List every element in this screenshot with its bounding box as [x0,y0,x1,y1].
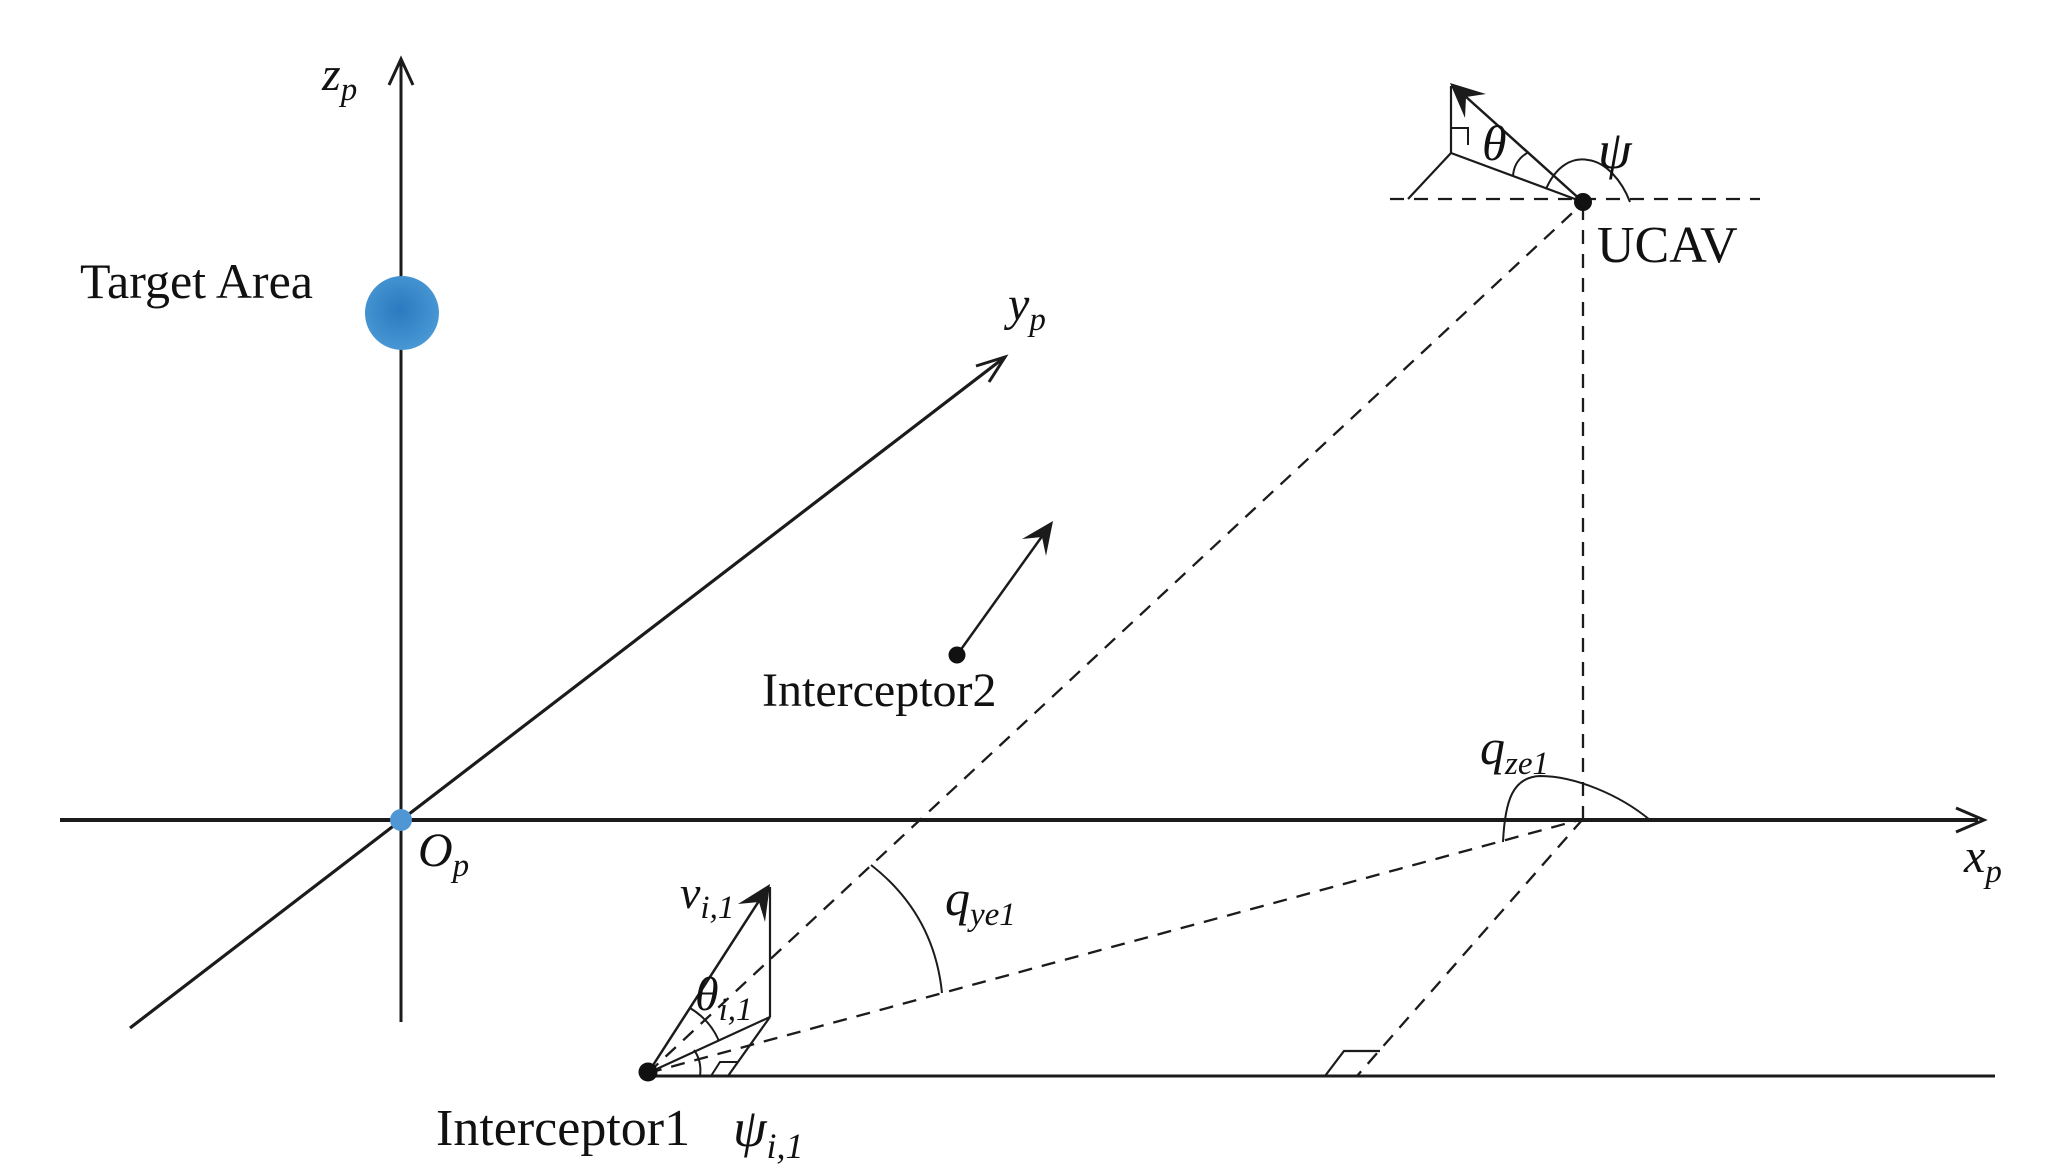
theta-i1-label: θi,1 [695,968,753,1028]
ground-point-drop-dashed-line [1356,818,1584,1077]
node-markers [365,193,1592,1082]
y-axis-arrowhead-icon [975,354,1009,383]
q-ze1-label: qze1 [1480,719,1549,782]
interceptor1-label: Interceptor1 [436,1100,690,1157]
ucav-horizontal-projection-line [1450,151,1584,204]
interceptor2-velocity-vector [955,527,1050,656]
q-ze1-angle-arc [1502,774,1651,843]
interceptor2-figure [955,521,1053,656]
interceptor1-velocity-arrowhead-icon [738,884,770,922]
psi-i1-angle-arc [693,1049,702,1077]
target-area-marker [365,276,439,350]
interceptor2-dot [948,646,966,664]
interceptor1-projection-foot-line [727,1016,771,1077]
z-axis-label: zp [321,48,357,108]
v-i1-label: vi,1 [680,867,734,926]
y-axis-line [129,355,1006,1030]
los-interceptor1-ucav-dashed-line [647,202,1584,1074]
target-area-label: Target Area [80,253,313,309]
interceptor1-velocity-vector [646,889,768,1074]
ucav-velocity-vector [1454,86,1584,203]
z-axis-arrowhead-icon [387,55,415,86]
right-angle-mark-ground-icon [1324,1049,1380,1077]
interceptor2-label: Interceptor2 [762,664,997,717]
psi-angle-arc [1545,158,1631,203]
y-axis-label: yp [1003,278,1046,338]
x-axis-arrowhead-icon [1955,806,1988,834]
psi-i1-label: ψi,1 [733,1098,804,1166]
los-angle-arcs [870,774,1651,994]
origin-label: Op [418,824,469,884]
ucav-label: UCAV [1597,217,1738,274]
ucav-projection-foot-line [1407,152,1452,200]
text-labels: zp Target Area Op yp xp UCAV θ ψ Interce… [80,48,2002,1166]
q-ye1-angle-arc [870,864,943,994]
theta-angle-arc [1512,152,1528,177]
interceptor2-velocity-arrowhead-icon [1022,521,1053,556]
q-ye1-label: qye1 [945,870,1016,933]
ucav-velocity-arrowhead-icon [1450,83,1486,118]
interceptor1-horizontal-projection-line [647,1016,771,1074]
ucav-dot [1574,193,1592,211]
theta-label: θ [1482,115,1507,171]
construction-lines [647,197,1760,1077]
ucav-velocity-figure [1407,83,1631,204]
psi-label: ψ [1598,120,1633,180]
right-angle-mark-interceptor1-icon [710,1061,738,1077]
origin-dot [390,809,412,831]
axes [60,55,1995,1078]
interceptor1-velocity-figure [646,884,772,1077]
right-angle-mark-ucav-icon [1451,127,1469,145]
theta-i1-angle-arc [689,1007,720,1042]
interceptor1-dot [638,1062,658,1082]
los-ground-projection-dashed-line [647,817,1584,1075]
x-axis-label: xp [1963,830,2002,890]
